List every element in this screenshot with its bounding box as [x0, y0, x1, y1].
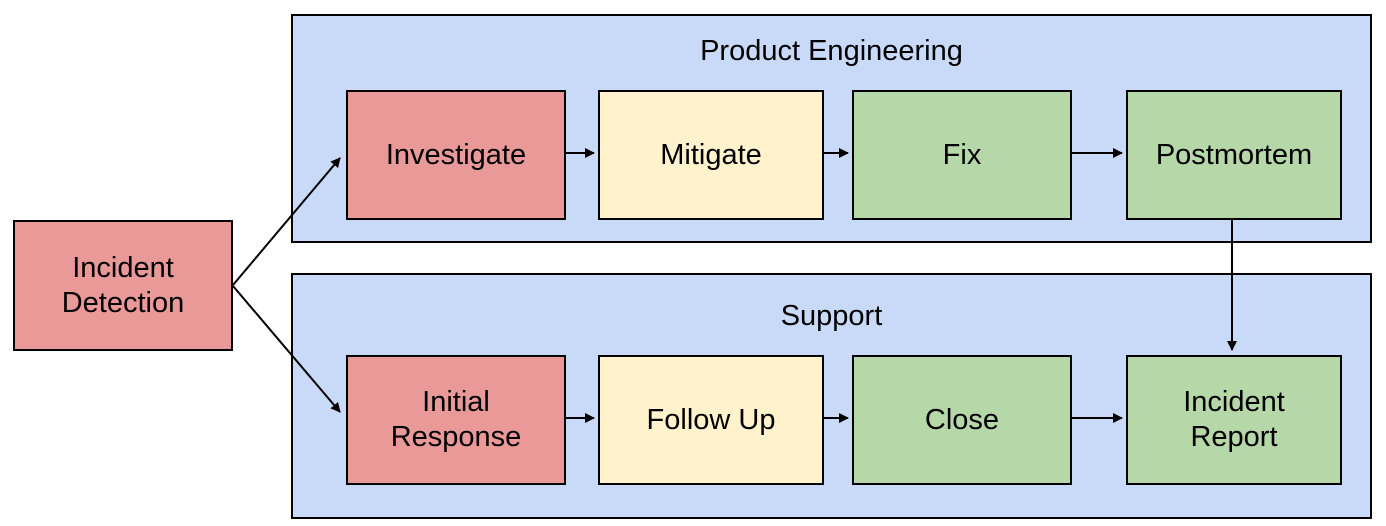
- node-fix: Fix: [852, 90, 1072, 220]
- node-incident-detection: Incident Detection: [13, 220, 233, 351]
- node-close: Close: [852, 355, 1072, 485]
- node-investigate: Investigate: [346, 90, 566, 220]
- node-incident-report: Incident Report: [1126, 355, 1342, 485]
- node-initial-response: Initial Response: [346, 355, 566, 485]
- lane-title-product-engineering: Product Engineering: [700, 35, 963, 67]
- node-postmortem: Postmortem: [1126, 90, 1342, 220]
- node-mitigate: Mitigate: [598, 90, 824, 220]
- node-follow-up: Follow Up: [598, 355, 824, 485]
- lane-title-support: Support: [780, 300, 883, 332]
- lane-support: Support Initial Response Follow Up Close…: [291, 273, 1372, 519]
- lane-product-engineering: Product Engineering Investigate Mitigate…: [291, 14, 1372, 243]
